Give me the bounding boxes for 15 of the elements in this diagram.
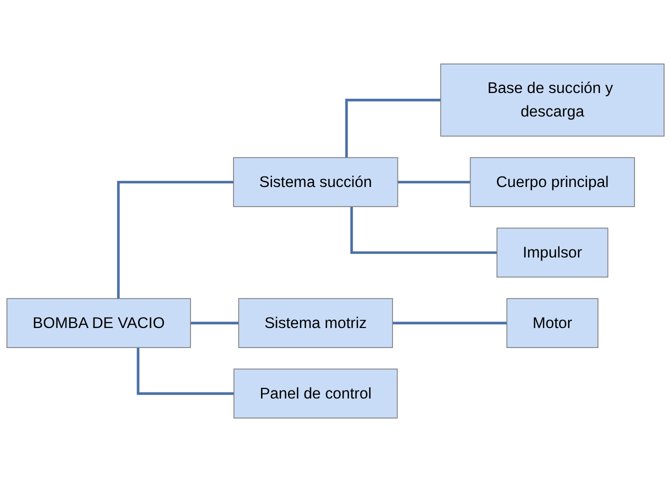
connector [345,98,441,158]
connector [136,348,234,395]
connector [117,180,234,299]
node-box: Cuerpo principal [470,157,635,208]
node-box: Motor [506,298,598,348]
connector [350,206,497,254]
node-box: BOMBA DE VACIO [6,298,191,348]
connector [189,322,239,324]
node-box: Impulsor [496,228,608,278]
connector [396,180,470,184]
node-box: Panel de control [233,368,398,418]
node-box: Sistema motriz [238,298,393,348]
node-box: Base de succión y descarga [440,64,665,137]
node-box: Sistema succión [233,157,398,208]
connector [391,322,507,324]
